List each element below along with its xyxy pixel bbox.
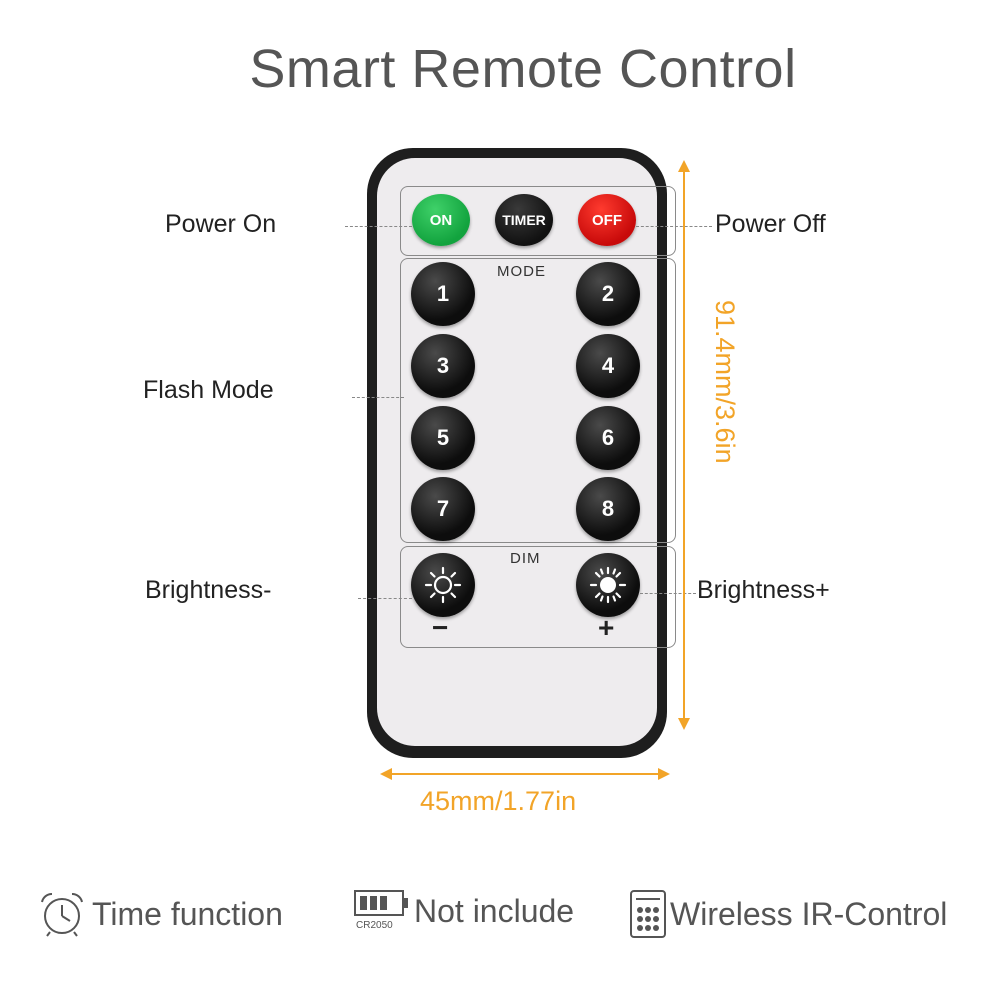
height-dimension-label: 91.4mm/3.6in: [710, 300, 740, 464]
brightness-plus-sign: +: [598, 612, 615, 643]
callout-flash-mode: Flash Mode: [143, 376, 274, 404]
power-off-button[interactable]: OFF: [578, 194, 636, 246]
mode-panel: [400, 258, 676, 543]
battery-model-text: CR2050: [356, 920, 393, 931]
page-title: Smart Remote Control: [249, 39, 797, 99]
callout-brightness-minus: Brightness-: [145, 576, 272, 604]
dim-label: DIM: [510, 550, 541, 567]
width-dimension-label: 45mm/1.77in: [420, 786, 577, 816]
mode-button-5-label: 5: [436, 425, 450, 450]
width-arrow: [380, 768, 670, 780]
leader-brightness-minus: [358, 598, 412, 599]
sun-filled-icon: [589, 566, 627, 604]
mode-button-7[interactable]: 7: [411, 477, 475, 541]
mode-button-4-label: 4: [601, 353, 615, 378]
timer-label: TIMER: [502, 212, 546, 228]
mode-button-5[interactable]: 5: [411, 406, 475, 470]
power-on-button[interactable]: ON: [412, 194, 470, 246]
mode-button-1[interactable]: 1: [411, 262, 475, 326]
sun-outline-icon: [424, 566, 462, 604]
feature-wireless-ir-text: Wireless IR-Control: [670, 895, 948, 932]
mode-button-2[interactable]: 2: [576, 262, 640, 326]
power-on-label: ON: [429, 211, 453, 229]
mode-button-3-label: 3: [436, 353, 450, 378]
mode-button-1-label: 1: [436, 281, 450, 306]
height-arrow: [678, 160, 690, 730]
mode-button-8-label: 8: [601, 496, 615, 521]
mode-button-6[interactable]: 6: [576, 406, 640, 470]
feature-battery-text: Not include: [414, 892, 575, 929]
leader-flash-mode: [352, 397, 404, 398]
power-panel: [400, 186, 676, 256]
feature-time-function-text: Time function: [92, 895, 283, 932]
power-off-label: OFF: [592, 211, 622, 229]
leader-power-on: [345, 226, 412, 227]
alarm-clock-icon: [41, 892, 83, 937]
feature-battery: CR2050 Not include: [354, 890, 574, 932]
brightness-up-button[interactable]: [576, 553, 640, 617]
mode-button-4[interactable]: 4: [576, 334, 640, 398]
feature-wireless-ir: Wireless IR-Control: [630, 890, 947, 938]
callout-brightness-plus: Brightness+: [697, 576, 830, 604]
mode-button-7-label: 7: [436, 496, 450, 521]
brightness-minus-sign: −: [432, 612, 449, 643]
brightness-down-button[interactable]: [411, 553, 475, 617]
mode-button-8[interactable]: 8: [576, 477, 640, 541]
leader-power-off: [636, 226, 712, 227]
mode-button-6-label: 6: [601, 425, 615, 450]
mode-button-3[interactable]: 3: [411, 334, 475, 398]
dim-panel: [400, 546, 676, 648]
remote-keypad-icon: [630, 890, 666, 938]
battery-icon: CR2050: [354, 890, 410, 932]
callout-power-on: Power On: [165, 210, 277, 238]
mode-label: MODE: [497, 263, 546, 280]
callout-power-off: Power Off: [715, 210, 826, 238]
mode-button-2-label: 2: [601, 281, 615, 306]
feature-time-function: Time function: [38, 890, 283, 938]
timer-button[interactable]: TIMER: [495, 194, 553, 246]
leader-brightness-plus: [640, 593, 696, 594]
